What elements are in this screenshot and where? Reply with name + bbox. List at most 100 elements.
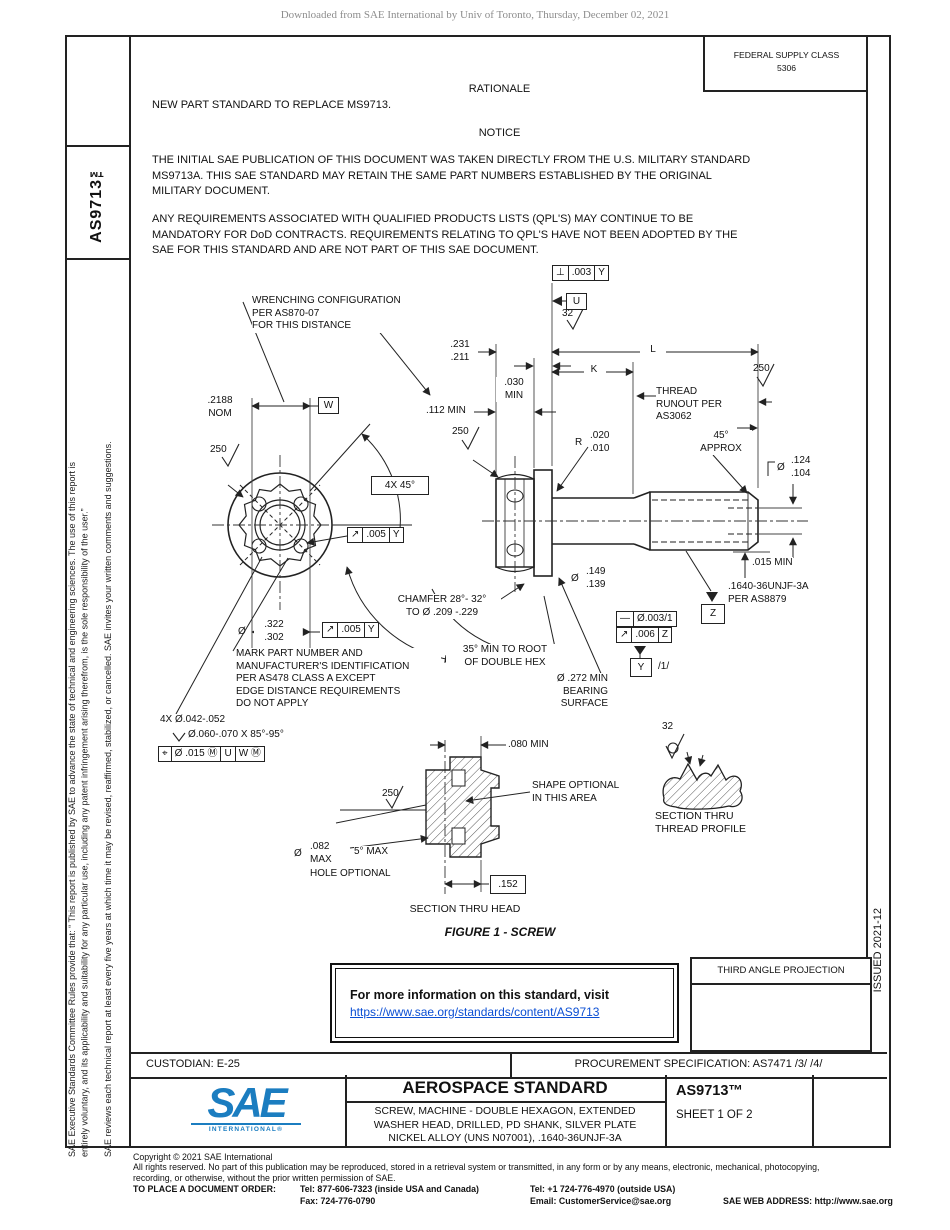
custodian-row: CUSTODIAN: E-25 PROCUREMENT SPECIFICATIO… xyxy=(131,1052,887,1079)
issued-strip-rule xyxy=(866,35,868,1052)
runout-icon: ↗ xyxy=(347,527,364,543)
title-rule xyxy=(345,1101,665,1103)
download-provenance-note: Downloaded from SAE International by Uni… xyxy=(280,9,670,21)
notice-heading: NOTICE xyxy=(478,127,521,139)
order-email: Email: CustomerService@sae.org xyxy=(530,1196,672,1206)
dia-149-139: .149 .139 xyxy=(586,566,606,591)
rationale-text: NEW PART STANDARD TO REPLACE MS9713. xyxy=(152,99,392,111)
datum-u-box: U xyxy=(566,293,587,310)
order-tel-1: Tel: 877-606-7323 (inside USA and Canada… xyxy=(300,1184,479,1194)
dim-030-min: .030 MIN xyxy=(496,377,532,402)
more-info-box: For more information on this standard, v… xyxy=(330,963,679,1043)
sae-logo: SAE INTERNATIONAL® xyxy=(191,1079,301,1133)
more-info-text: For more information on this standard, v… xyxy=(350,987,610,1002)
section-thread-title: SECTION THRU THREAD PROFILE xyxy=(655,810,767,835)
datum-y-box: Y xyxy=(630,658,652,677)
notice-paragraph-1: THE INITIAL SAE PUBLICATION OF THIS DOCU… xyxy=(152,154,751,197)
wrenching-note: WRENCHING CONFIGURATION PER AS870-07 FOR… xyxy=(252,295,424,333)
dia-sym-124: Ø xyxy=(777,462,785,473)
finish-250-endview: 250 xyxy=(210,444,227,455)
sae-logo-text: SAE xyxy=(207,1079,287,1126)
rights-text: All rights reserved. No part of this pub… xyxy=(133,1162,820,1183)
angle-45-approx: 45° APPROX xyxy=(690,430,752,455)
shape-optional-note: SHAPE OPTIONAL IN THIS AREA xyxy=(532,780,642,805)
sidebar-divider-1 xyxy=(65,145,131,147)
chamfer-note: CHAMFER 28°- 32° TO Ø .209 -.229 xyxy=(383,594,501,619)
doc-number: AS9713™ xyxy=(676,1083,743,1099)
finish-250-right: 250 xyxy=(753,363,770,374)
runout-icon: ↗ xyxy=(616,627,633,643)
dim-K: K xyxy=(584,364,604,377)
document-border xyxy=(65,35,891,1148)
notice-paragraph-2: ANY REQUIREMENTS ASSOCIATED WITH QUALIFI… xyxy=(152,213,738,256)
datum-w-box: W xyxy=(318,397,339,414)
thread-spec-note: .1640-36UNJF-3A PER AS8879 xyxy=(728,581,840,606)
custodian-label: CUSTODIAN: E-25 xyxy=(146,1058,240,1070)
rationale-heading: RATIONALE xyxy=(468,83,531,95)
datum-z-box: Z xyxy=(701,604,725,624)
bearing-surface-note: Ø .272 MIN BEARING SURFACE xyxy=(520,673,608,711)
order-tel-2: Tel: +1 724-776-4970 (outside USA) xyxy=(530,1184,676,1194)
dim-231-211: .231 .211 xyxy=(442,339,478,364)
part-outlines xyxy=(227,469,759,578)
dia-322-302: .322 .302 xyxy=(254,619,294,644)
dia-sym-322: Ø xyxy=(238,626,246,637)
sheet-number: SHEET 1 OF 2 xyxy=(676,1109,753,1121)
perpendicularity-icon: ⊥ xyxy=(552,265,569,281)
finish-32-thread: 32 xyxy=(662,721,674,732)
federal-supply-class-box: FEDERAL SUPPLY CLASS 5306 xyxy=(703,36,868,92)
marking-note: MARK PART NUMBER AND MANUFACTURER'S IDEN… xyxy=(236,648,441,711)
projection-box: THIRD ANGLE PROJECTION xyxy=(690,957,872,1052)
order-label: TO PLACE A DOCUMENT ORDER: xyxy=(133,1184,276,1194)
finish-250-side: 250 xyxy=(452,426,469,437)
angle-5-max: 5° MAX xyxy=(354,846,389,859)
dim-015-min: .015 MIN xyxy=(752,557,793,570)
dia-sym-082: Ø xyxy=(294,848,302,859)
standard-link[interactable]: https://www.sae.org/standards/content/AS… xyxy=(350,1004,600,1019)
radius-020-010: .020 .010 xyxy=(590,430,610,455)
copyright-line: Copyright © 2021 SAE International xyxy=(133,1152,273,1162)
document-title: SCREW, MACHINE - DOUBLE HEXAGON, EXTENDE… xyxy=(373,1106,637,1144)
hex-root-note: 35° MIN TO ROOT OF DOUBLE HEX xyxy=(446,644,564,669)
angle-4x45-box: 4X 45° xyxy=(371,476,429,495)
projection-title: THIRD ANGLE PROJECTION xyxy=(692,959,870,985)
datum-y-note: /1/ xyxy=(658,661,670,672)
datum-triangles xyxy=(552,296,718,655)
radius-sym: R xyxy=(575,437,583,448)
sae-logo-subtext: INTERNATIONAL® xyxy=(191,1123,301,1133)
dim-152-box: .152 xyxy=(490,875,526,894)
dim-L: L xyxy=(642,344,664,357)
sidebar-divider-2 xyxy=(65,258,131,260)
dia-sym-149: Ø xyxy=(571,573,579,584)
title-block-row: SAE INTERNATIONAL® AEROSPACE STANDARD SC… xyxy=(131,1075,887,1148)
standard-type-title: AEROSPACE STANDARD xyxy=(402,1078,608,1097)
web-address: SAE WEB ADDRESS: http://www.sae.org xyxy=(723,1196,893,1206)
procurement-spec-label: PROCUREMENT SPECIFICATION: AS7471 /3/ /4… xyxy=(574,1058,823,1070)
countersink-note: Ø.060-.070 X 85°-95° xyxy=(188,729,284,742)
section-thru-thread xyxy=(662,762,743,810)
dia-124-104: .124 .104 xyxy=(791,455,811,480)
fcf-straightness: —Ø.003/1 xyxy=(616,611,677,627)
section-head-title: SECTION THRU HEAD xyxy=(398,903,532,916)
position-icon: ⌖ xyxy=(158,746,172,762)
dim-080-min: .080 MIN xyxy=(508,739,549,752)
federal-supply-class-value: 5306 xyxy=(776,63,797,73)
content-left-rule xyxy=(129,35,131,1148)
section-thru-head xyxy=(425,756,500,858)
issued-date-vertical: ISSUED 2021-12 xyxy=(872,907,884,993)
surface-finish-icons xyxy=(172,306,775,810)
federal-supply-class-label: FEDERAL SUPPLY CLASS xyxy=(733,50,840,60)
finish-32-top: 32 xyxy=(562,308,574,319)
hole-082-max: .082 MAX xyxy=(310,841,332,866)
dim-112-min: .112 MIN xyxy=(426,405,466,418)
holes-4x-note: 4X Ø.042-.052 xyxy=(160,714,226,727)
finish-250-section: 250 xyxy=(382,788,399,799)
thread-runout-note: THREAD RUNOUT PER AS3062 xyxy=(656,386,748,424)
figure-caption: FIGURE 1 - SCREW xyxy=(415,926,585,939)
order-fax: Fax: 724-776-0790 xyxy=(300,1196,376,1206)
